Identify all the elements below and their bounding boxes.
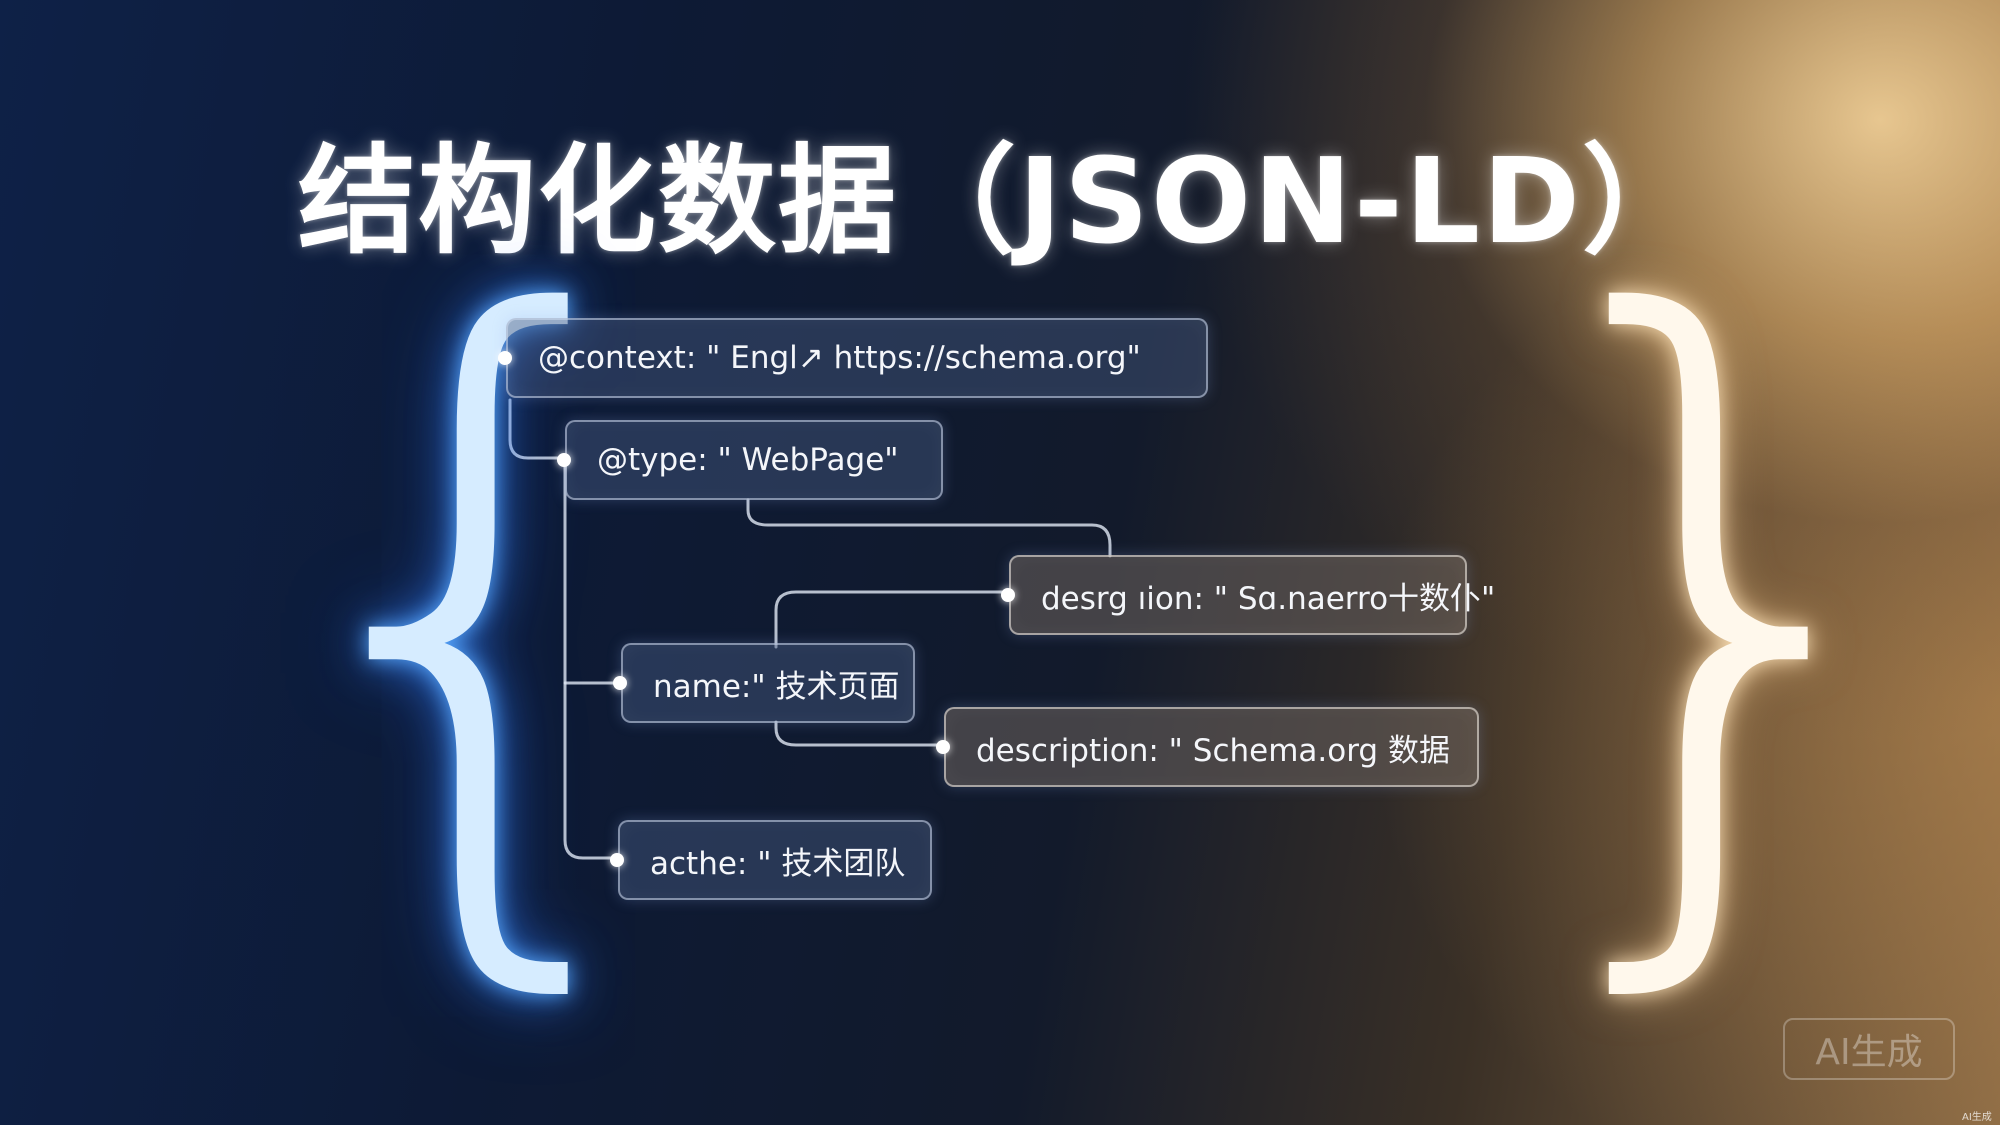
node-acthe: acthe: " 技术团队 [618, 820, 932, 900]
connector-dot [498, 351, 512, 365]
node-name: name:" 技术页面 [621, 643, 915, 723]
node-context-label: @context: " Engl↗ https://schema.org" [538, 340, 1141, 376]
node-type-label: @type: " WebPage" [597, 442, 899, 478]
node-context: @context: " Engl↗ https://schema.org" [506, 318, 1208, 398]
node-acthe-label: acthe: " 技术团队 [650, 845, 906, 882]
node-description-1: desrg ıion: " Sɑ.naerro十数仆" [1009, 555, 1495, 635]
open-brace: { [240, 166, 724, 1050]
node-description-2-label: description: " Schema.org 数据 [976, 732, 1450, 769]
node-name-label: name:" 技术页面 [653, 668, 900, 705]
node-description-1-label: desrg ıion: " Sɑ.naerro十数仆" [1041, 580, 1496, 617]
connector-dot [1001, 588, 1015, 602]
connector-dot [613, 676, 627, 690]
node-type: @type: " WebPage" [565, 420, 943, 500]
connector-dot [936, 740, 950, 754]
connector-dot [610, 853, 624, 867]
node-description-2: description: " Schema.org 数据 [944, 707, 1479, 787]
ai-generated-badge: AI生成 [1783, 1018, 1955, 1080]
close-brace: } [1480, 166, 1964, 1050]
corner-label: AI生成 [1962, 1112, 1992, 1123]
page-title: 结构化数据（JSON-LD） [297, 132, 1703, 270]
connector-dot [557, 453, 571, 467]
